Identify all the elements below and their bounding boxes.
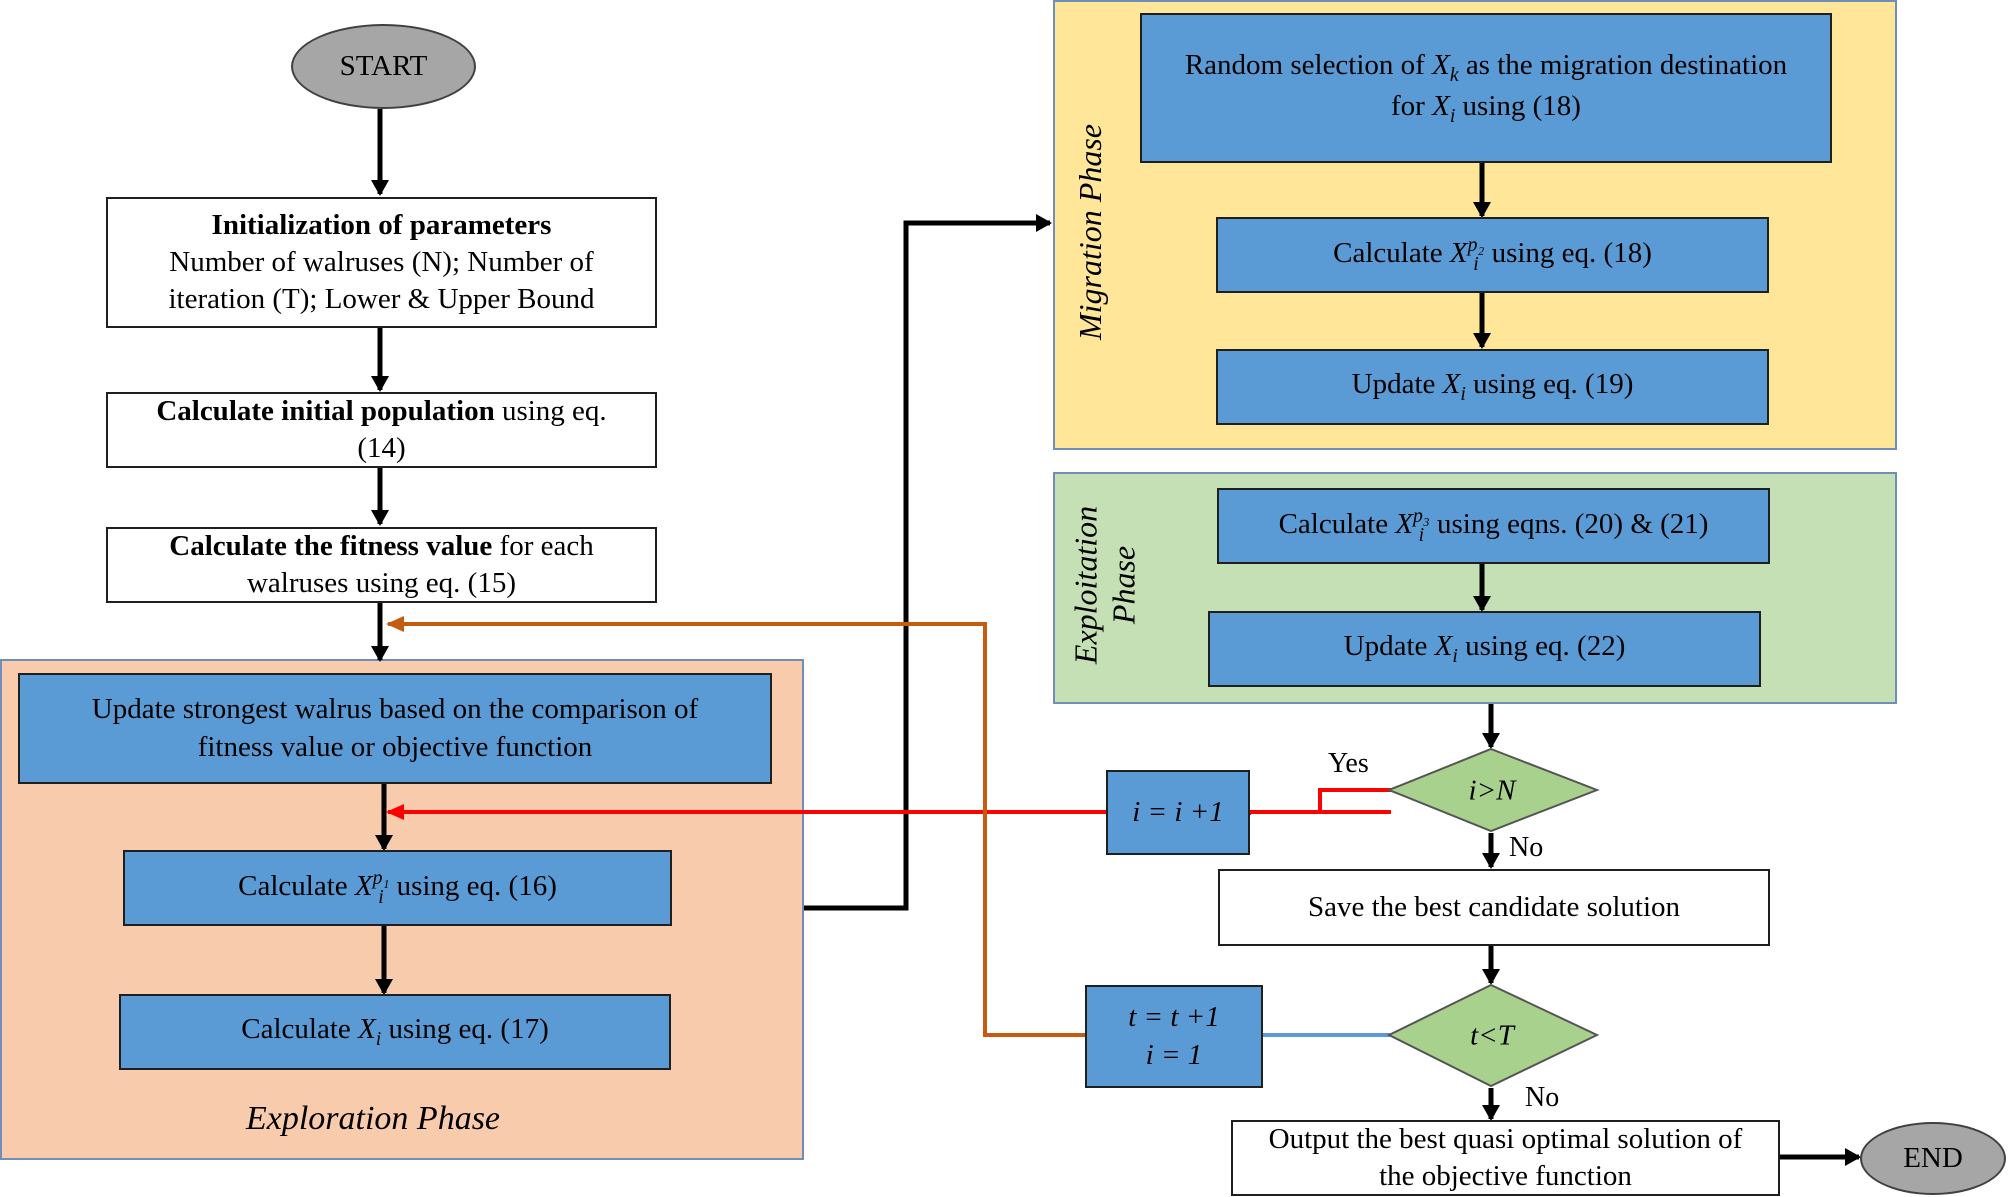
calc-xp1-var: X	[354, 869, 373, 902]
random-l2-post: using (18)	[1455, 90, 1581, 122]
output-line2: the objective function	[1379, 1160, 1632, 1192]
random-selection-box: Random selection of Xk as the migration …	[1140, 13, 1832, 163]
decision-t-label: t<T	[1470, 1019, 1514, 1052]
random-l2-pre: for	[1391, 90, 1433, 122]
t-increment-label: t = t +1	[1128, 1001, 1220, 1034]
arrow-exploration-to-migration	[804, 214, 1052, 911]
fitness-value-box: Calculate the fitness value for each wal…	[106, 527, 657, 603]
update-19-var: X	[1442, 368, 1461, 401]
calc-xp3-sup: p₃	[1413, 504, 1430, 527]
update-22-sub: i	[1452, 645, 1458, 668]
calc-xi-sub: i	[375, 1028, 382, 1051]
update-22-var: X	[1434, 630, 1453, 663]
update-strongest-l2: fitness value or objective function	[197, 730, 593, 763]
t-increment-box: t = t +1 i = 1	[1085, 985, 1263, 1088]
calc-xp2-sup: p₂	[1467, 233, 1485, 256]
update-strongest-l1: Update strongest walrus based on the com…	[91, 693, 699, 726]
update-22-pre: Update	[1343, 630, 1435, 663]
decision-i-label: i>N	[1468, 774, 1516, 807]
exploitation-label-l1: Exploitation	[1067, 505, 1104, 665]
initial-population-box: Calculate initial population using eq. (…	[106, 392, 657, 468]
fitness-bold: Calculate the fitness value	[169, 529, 493, 562]
random-pre: Random selection of	[1184, 48, 1433, 81]
calc-xi-pre: Calculate	[241, 1013, 359, 1046]
decision-i-diamond	[1386, 747, 1600, 833]
calc-xi-post: using eq. (17)	[381, 1013, 549, 1046]
update-19-post: using eq. (19)	[1465, 368, 1634, 401]
calc-xp1-post: using eq. (16)	[389, 869, 557, 902]
i-reset-label: i = 1	[1145, 1038, 1203, 1071]
no-label-2: No	[1525, 1082, 1560, 1113]
calc-xp3-post: using eqns. (20) & (21)	[1429, 507, 1709, 540]
start-label: START	[339, 50, 428, 82]
save-best-box: Save the best candidate solution	[1218, 869, 1770, 946]
exploration-phase-label: Exploration Phase	[246, 1100, 501, 1137]
save-best-label: Save the best candidate solution	[1307, 890, 1681, 923]
random-l2-sub: i	[1449, 104, 1456, 127]
random-var: X	[1432, 48, 1450, 81]
calc-xp2-sub: i	[1473, 253, 1479, 276]
init-pop-line2: (14)	[357, 432, 406, 464]
init-parameters-box: Initialization of parameters Number of w…	[106, 197, 657, 328]
random-l2-var: X	[1432, 90, 1450, 122]
migration-phase-label: Migration Phase	[1071, 124, 1108, 340]
loop-red-connector	[1249, 788, 1391, 814]
calc-xi-box: Calculate Xi using eq. (17)	[119, 994, 671, 1070]
random-sub: k	[1449, 63, 1459, 86]
output-line1: Output the best quasi optimal solution o…	[1268, 1122, 1743, 1155]
init-title: Initialization of parameters	[211, 208, 552, 241]
calc-xp1-sub: i	[378, 886, 384, 909]
init-line2: iteration (T); Lower & Upper Bound	[168, 283, 595, 316]
start-terminal: START	[291, 24, 476, 109]
decision-t-diamond	[1386, 983, 1600, 1088]
loop-orange-to-fitness	[386, 616, 1085, 1037]
init-pop-rest: using eq.	[494, 394, 607, 427]
calc-xp3-pre: Calculate	[1278, 507, 1396, 540]
exploitation-phase-label: Exploitation Phase	[1067, 506, 1144, 664]
end-terminal: END	[1860, 1122, 2006, 1195]
fitness-rest: for each	[492, 529, 594, 562]
calc-xi-var: X	[358, 1013, 376, 1046]
i-increment-label: i = i +1	[1132, 795, 1224, 828]
update-19-sub: i	[1460, 383, 1466, 406]
no-label-1: No	[1509, 832, 1544, 863]
init-line1: Number of walruses (N); Number of	[169, 245, 594, 278]
calc-xp2-post: using eq. (18)	[1484, 236, 1652, 269]
init-pop-bold: Calculate initial population	[156, 394, 495, 427]
update-22-post: using eq. (22)	[1457, 630, 1626, 663]
calc-xp2-var: X	[1449, 236, 1468, 269]
yes-label: Yes	[1328, 748, 1369, 779]
random-post: as the migration destination	[1458, 48, 1788, 81]
update-strongest-box: Update strongest walrus based on the com…	[18, 673, 772, 784]
calc-xp2-pre: Calculate	[1333, 236, 1450, 269]
calc-xp1-sup: p₁	[372, 866, 390, 889]
calc-xp3-var: X	[1395, 507, 1414, 540]
calc-xp3-sub: i	[1418, 524, 1425, 547]
i-increment-box: i = i +1	[1106, 770, 1250, 855]
update-xi-19-box: Update Xi using eq. (19)	[1216, 349, 1769, 425]
output-best-box: Output the best quasi optimal solution o…	[1231, 1120, 1780, 1196]
fitness-line2: walruses using eq. (15)	[246, 567, 516, 599]
update-19-pre: Update	[1351, 368, 1443, 401]
exploitation-label-l2: Phase	[1106, 545, 1142, 625]
end-label: END	[1903, 1142, 1963, 1174]
update-xi-22-box: Update Xi using eq. (22)	[1208, 611, 1761, 687]
calc-xp1-pre: Calculate	[238, 869, 355, 902]
